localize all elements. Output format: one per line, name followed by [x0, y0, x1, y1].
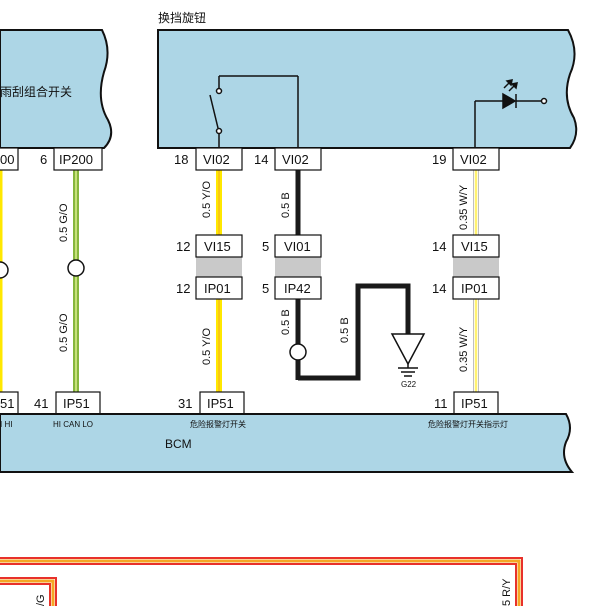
pin-14-vi15: 14 [432, 239, 446, 254]
connector-ip200-box [53, 147, 103, 171]
wire-label-g-bottom: /G [35, 594, 47, 606]
connector-ip200-left-box [0, 147, 19, 171]
pin-5-vi01: 5 [262, 239, 269, 254]
gear-knob-title: 换挡旋钮 [158, 10, 206, 25]
bcm-module [0, 413, 575, 473]
pin-6: 6 [40, 152, 47, 167]
pin-41: 41 [34, 396, 48, 411]
connector-vi01-box [274, 234, 322, 258]
pin-12-ip01: 12 [176, 281, 190, 296]
connector-ip200-left-label: 00 [0, 152, 14, 167]
connector-ip42-box [274, 276, 322, 300]
pin-11: 11 [434, 396, 448, 411]
connector-vi15-a-label: VI15 [204, 239, 231, 254]
connector-ip01-a-box [195, 276, 243, 300]
wire-label-ry-bottom: 5 R/Y [501, 578, 513, 606]
wire-label-wy-top: 0.35 W/Y [458, 184, 470, 230]
connector-ip42-label: IP42 [284, 281, 311, 296]
hazard-switch-symbol [209, 75, 299, 148]
pin-31: 31 [178, 396, 192, 411]
connector-ip51-a-label: IP51 [63, 396, 90, 411]
bottom-section-border [0, 557, 523, 606]
connector-ip01-b-box [452, 276, 500, 300]
bcm-label-hi: I HI [0, 420, 12, 429]
wiper-combo-title: 雨刮组合开关 [0, 84, 72, 99]
connector-vi15-b-label: VI15 [461, 239, 488, 254]
bcm-label-hazard-switch: 危险报警灯开关 [190, 419, 246, 429]
bcm-label-hi-can-lo: HI CAN LO [53, 420, 93, 429]
connector-vi02-b-label: VI02 [282, 152, 309, 167]
gear-knob-module [157, 29, 578, 149]
connector-vi02-a-box [195, 147, 243, 171]
ground-label: G22 [401, 380, 417, 389]
inline-connector-band-c [453, 257, 499, 277]
pin-19: 19 [432, 152, 446, 167]
connector-vi15-a-box [195, 234, 243, 258]
wire-label-wy-bottom: 0.35 W/Y [458, 326, 470, 372]
bcm-label-hazard-indicator: 危险报警灯开关指示灯 [428, 419, 508, 429]
splice-b [289, 343, 307, 361]
pin-12-vi15: 12 [176, 239, 190, 254]
wiper-combo-module [0, 29, 113, 149]
hazard-led-icon [474, 79, 548, 148]
wire-label-go-top: 0.5 G/O [58, 203, 70, 242]
connector-vi02-c-box [452, 147, 500, 171]
wire-label-b-top: 0.5 B [280, 192, 292, 218]
connector-vi02-a-label: VI02 [203, 152, 230, 167]
pin-14-ip01: 14 [432, 281, 446, 296]
wire-label-go-bottom: 0.5 G/O [58, 313, 70, 352]
wire-b-ground [298, 283, 411, 381]
pin-14-vi02: 14 [254, 152, 268, 167]
connector-ip51-c-label: IP51 [461, 396, 488, 411]
connector-vi02-b-box [274, 147, 322, 171]
bcm-title: BCM [165, 437, 192, 451]
wire-label-yo-bottom: 0.5 Y/O [201, 327, 213, 365]
connector-ip01-b-label: IP01 [461, 281, 488, 296]
wire-label-b-ground: 0.5 B [339, 317, 351, 343]
connector-ip51-b-label: IP51 [207, 396, 234, 411]
pin-18: 18 [174, 152, 188, 167]
connector-ip51-left-label: 51 [0, 396, 14, 411]
connector-ip200-label: IP200 [59, 152, 93, 167]
splice-go [67, 259, 85, 277]
pin-5-ip42: 5 [262, 281, 269, 296]
ground-symbol [390, 333, 426, 377]
splice-left [0, 261, 9, 279]
connector-vi15-b-box [452, 234, 500, 258]
connector-vi02-c-label: VI02 [460, 152, 487, 167]
inline-connector-band-a [196, 257, 242, 277]
connector-vi01-label: VI01 [284, 239, 311, 254]
inline-connector-band-b [275, 257, 321, 277]
wire-label-yo-top: 0.5 Y/O [201, 180, 213, 218]
connector-ip01-a-label: IP01 [204, 281, 231, 296]
wire-label-b-mid: 0.5 B [280, 309, 292, 335]
